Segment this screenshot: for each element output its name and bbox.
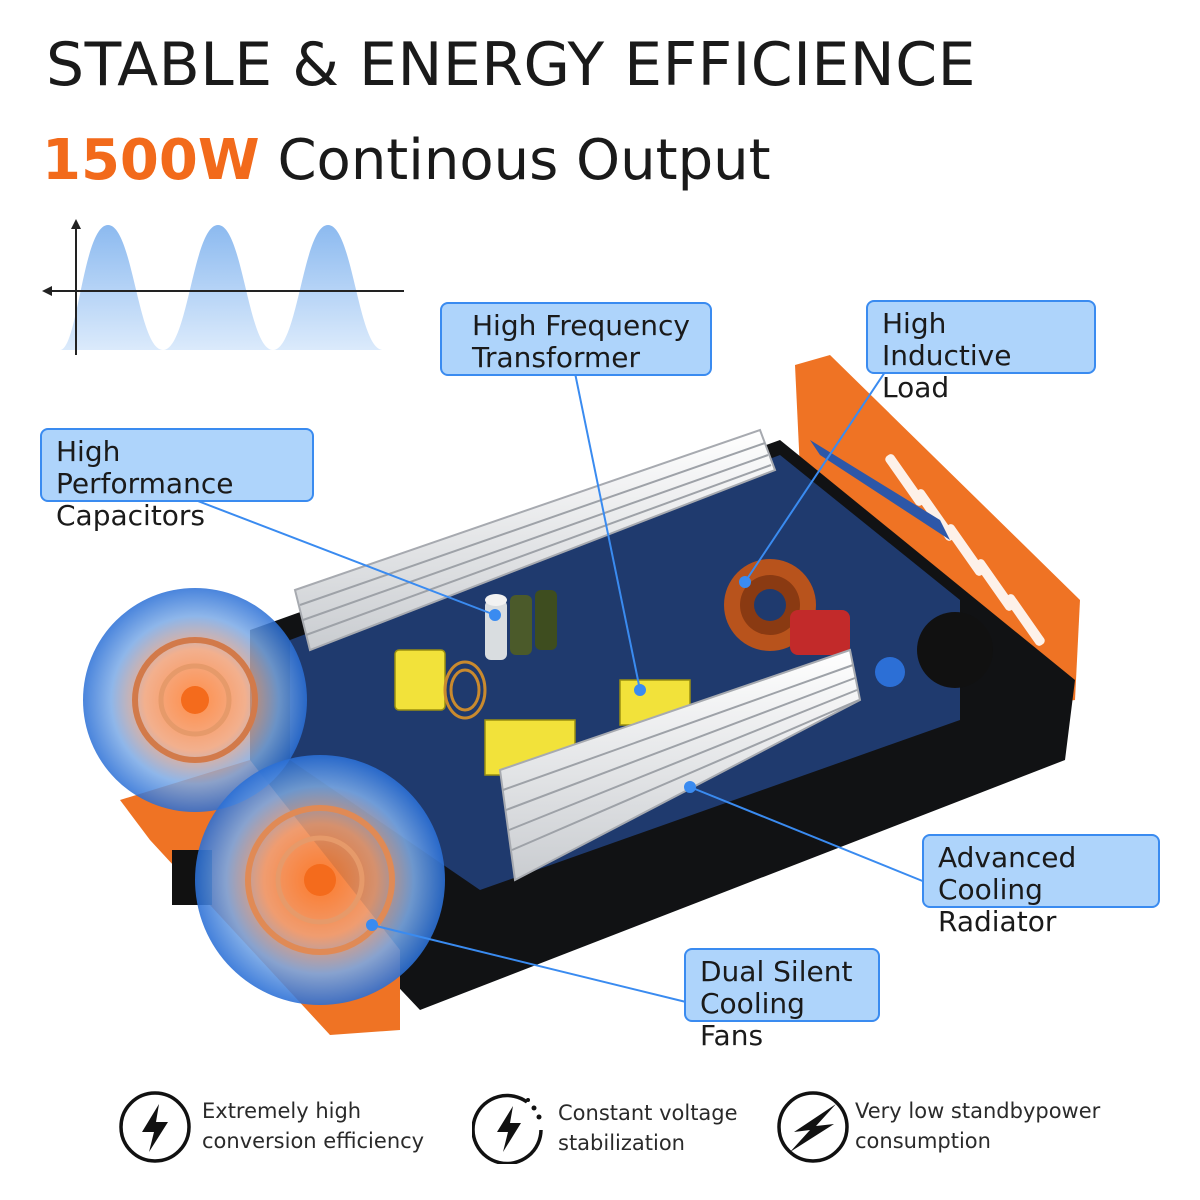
cooling-fan-rear [83, 588, 307, 812]
headline: STABLE & ENERGY EFFICIENCE [46, 30, 976, 100]
feature-text: Extremely high conversion efficiency [202, 1096, 424, 1156]
output-label: Continous Output [277, 128, 771, 193]
control-board [810, 440, 950, 540]
callout-line-1: High Performance [56, 435, 234, 500]
feature-line: Very low standbypower [855, 1099, 1101, 1123]
feature-line: Extremely high [202, 1099, 362, 1123]
feature-line: Constant voltage [558, 1101, 738, 1125]
feature-text: Very low standbypower consumption [855, 1096, 1100, 1156]
feature-line: stabilization [558, 1131, 685, 1155]
callout-line-1: High Inductive [882, 307, 1012, 372]
callout-line-2: Transformer [472, 341, 641, 374]
callout-line-1: High Frequency [472, 309, 690, 342]
feature-item [776, 1090, 850, 1164]
capacitors [485, 590, 557, 660]
callout-line-1: Dual Silent [700, 955, 853, 988]
rear-end-plate [795, 355, 1080, 710]
wave-fill [60, 225, 383, 350]
circuit-board [290, 455, 960, 890]
callout-line-2: Load [882, 371, 950, 404]
callout-high-frequency-transformer: High Frequency Transformer [440, 302, 712, 376]
inverter-illustration [83, 355, 1080, 1035]
callout-high-performance-capacitors: High Performance Capacitors [40, 428, 314, 532]
callout-line-2: Cooling Fans [700, 987, 805, 1052]
output-wattage: 1500W [42, 128, 260, 193]
lightning-bolt-icon [119, 1091, 191, 1163]
callout-advanced-cooling-radiator: Advanced Cooling Radiator [922, 834, 1160, 938]
callout-line-1: Advanced [938, 841, 1077, 874]
feature-item [472, 1090, 546, 1164]
front-heatsink [498, 648, 862, 882]
coil [443, 660, 487, 720]
cooling-fan-front [195, 755, 445, 1005]
lightning-stabilization-icon [472, 1093, 543, 1164]
leader-lines [189, 371, 926, 1003]
subheadline: 1500W Continous Output [42, 128, 771, 193]
feature-line: conversion efficiency [202, 1129, 425, 1153]
callout-dual-silent-cooling-fans: Dual Silent Cooling Fans [684, 948, 880, 1052]
sine-wave-graphic [38, 215, 410, 360]
feature-text: Constant voltage stabilization [558, 1098, 738, 1158]
callout-high-inductive-load: High Inductive Load [866, 300, 1096, 404]
lightning-standby-icon [777, 1091, 849, 1163]
feature-line: consumption [855, 1129, 991, 1153]
callout-line-2: Capacitors [56, 499, 206, 532]
callout-line-2: Cooling Radiator [938, 873, 1057, 938]
feature-item [118, 1090, 192, 1164]
